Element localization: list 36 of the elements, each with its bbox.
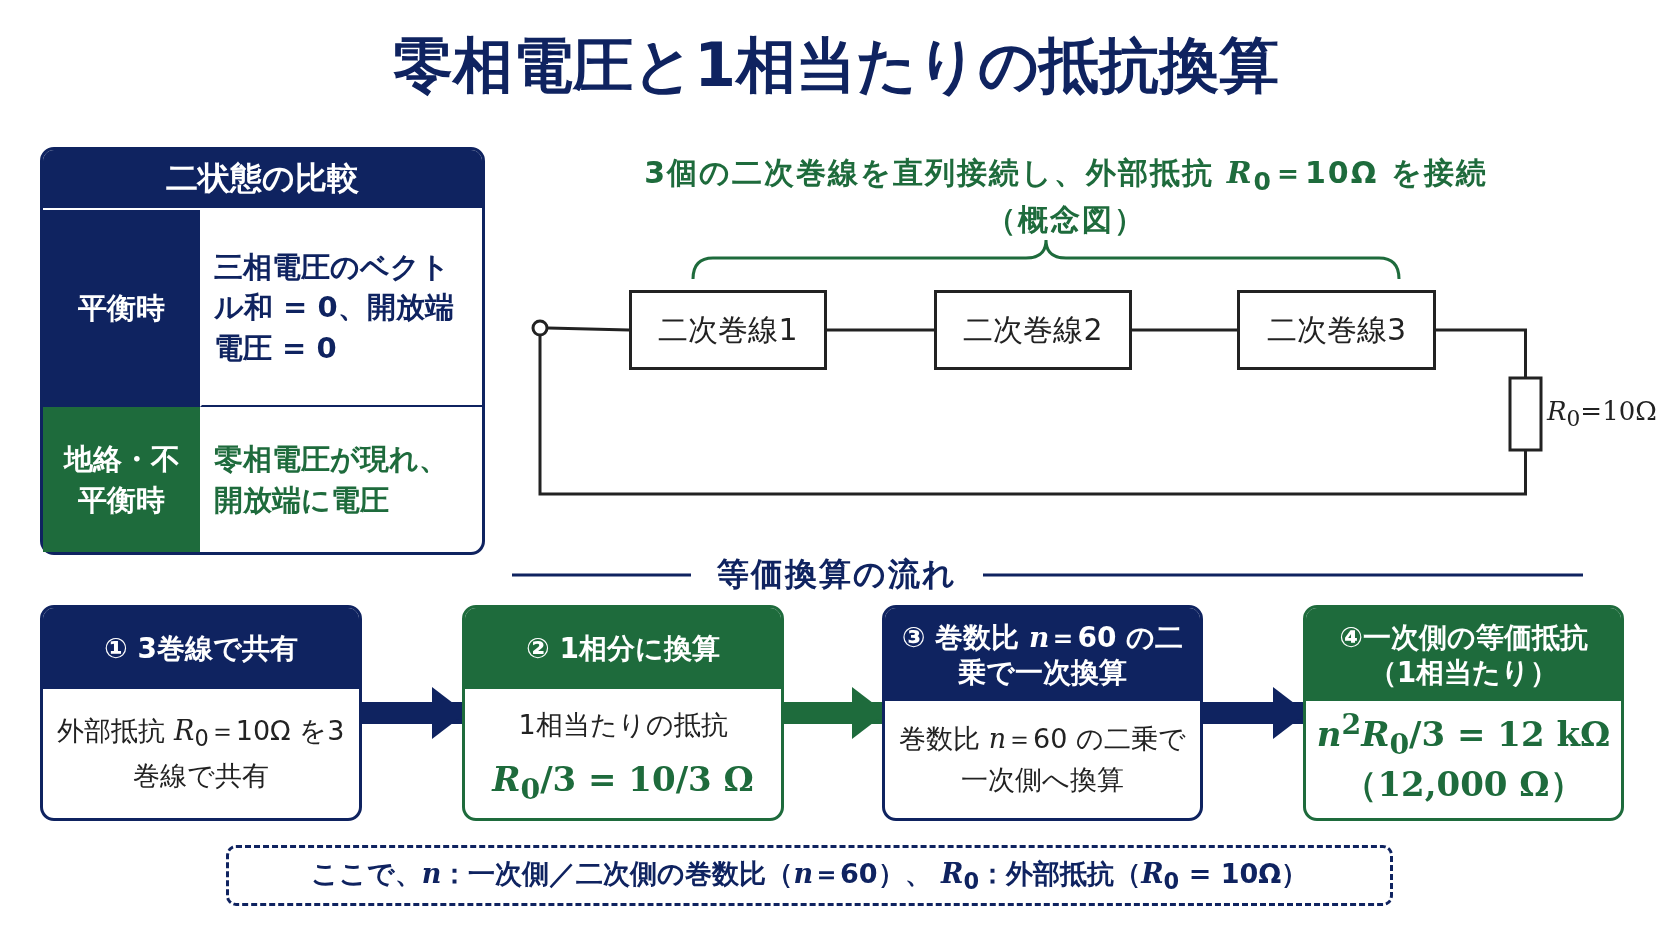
diagram-caption: 3個の二次巻線を直列接続し、外部抵抗 R$_{0}$＝10Ω を接続 [643, 153, 1489, 196]
step-header: ③ 巻数比 n＝60 の二乗で一次換算 [885, 608, 1200, 701]
row-header-cell: 平衡時 [43, 210, 200, 407]
title: 零相電圧と1相当たりの抵抗換算 [392, 28, 1280, 102]
step-header: ④一次側の等価抵抗（1相当たり） [1306, 608, 1621, 701]
diagram-caption: （概念図） [985, 200, 1147, 239]
step-text: 1相当たりの抵抗 [517, 708, 729, 742]
wire [827, 328, 934, 332]
comparison-table [40, 147, 485, 555]
wire [547, 326, 630, 332]
step-card [40, 605, 362, 821]
step-text: 外部抵抗 R$_{0}$＝10Ω を3巻線で共有 [56, 713, 346, 793]
note-box: ここで、n：一次側／二次側の巻数比（n＝60）、 R$_{0}$：外部抵抗（R$_{0}$ = 10Ω） [226, 845, 1393, 906]
row-header-cell: 地絡・不平衡時 [43, 407, 200, 552]
winding-box: 二次巻線1 [629, 290, 827, 370]
wire [1436, 328, 1527, 378]
winding-box: 二次巻線3 [1237, 290, 1436, 370]
table-cell: 三相電圧のベクトル和 = 0、開放端電圧 = 0 [200, 210, 482, 407]
formula-text: n$^{2}$R$_{0}$/3 = 12 kΩ [1316, 709, 1611, 760]
step-card [882, 605, 1203, 821]
wire [1132, 328, 1237, 332]
table-cell: 零相電圧が現れ、開放端に電圧 [200, 407, 482, 552]
step-header: ① 3巻線で共有 [43, 608, 359, 689]
resistor-value-label: R$_{0}$=10Ω [1547, 396, 1657, 432]
step-card [462, 605, 784, 821]
resistor-symbol [1508, 376, 1543, 452]
step-text: 巻数比 n＝60 の二乗で一次側へ換算 [898, 722, 1187, 797]
winding-box: 二次巻線2 [934, 290, 1132, 370]
step-card [1303, 605, 1624, 821]
formula-text: （12,000 Ω） [1342, 763, 1585, 807]
step-header: ② 1相分に換算 [465, 608, 781, 689]
wire [538, 336, 1527, 496]
formula-text: R$_{0}$/3 = 10/3 Ω [490, 757, 755, 808]
terminal-circle [531, 319, 549, 337]
section-heading: 等価換算の流れ [716, 554, 958, 595]
table-header: 二状態の比較 [43, 150, 482, 208]
